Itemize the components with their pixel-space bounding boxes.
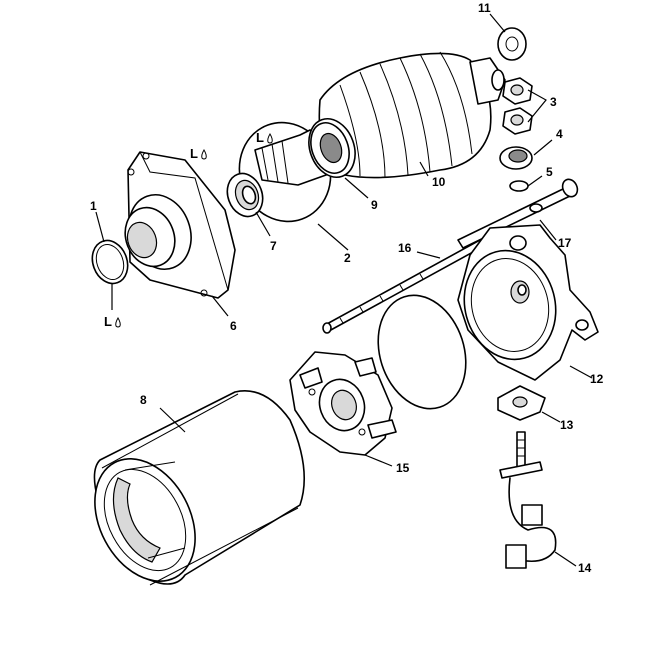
lube-mark-2: L xyxy=(256,130,273,145)
part-5-small-o-ring xyxy=(509,180,529,192)
part-3-nut-upper xyxy=(502,77,533,105)
callout-4: 4 xyxy=(556,127,563,141)
callout-1: 1 xyxy=(90,199,97,213)
callout-13: 13 xyxy=(560,418,574,432)
part-15-brush-holder xyxy=(289,351,397,456)
callout-15: 15 xyxy=(396,461,410,475)
callout-10: 10 xyxy=(432,175,446,189)
callout-14: 14 xyxy=(578,561,592,575)
svg-text:L: L xyxy=(256,130,264,145)
callout-numbers: 1 2 3 4 5 6 7 8 9 10 11 12 13 14 15 16 1… xyxy=(90,1,604,575)
part-13-insulator xyxy=(497,385,546,421)
part-9-bearing xyxy=(310,122,350,174)
part-11-washer xyxy=(497,27,527,61)
lube-mark-1: L xyxy=(190,146,207,161)
part-3-nut-lower xyxy=(502,107,533,135)
callout-6: 6 xyxy=(230,319,237,333)
part-4-seal xyxy=(499,146,533,170)
part-o-ring-large xyxy=(377,294,467,410)
leader-lines xyxy=(95,13,593,567)
callout-2: 2 xyxy=(344,251,351,265)
callout-5: 5 xyxy=(546,165,553,179)
part-1-o-ring xyxy=(91,239,129,285)
callout-12: 12 xyxy=(590,372,604,386)
part-12-end-housing xyxy=(457,224,599,381)
svg-text:L: L xyxy=(190,146,198,161)
part-7-bearing xyxy=(226,172,264,218)
callout-8: 8 xyxy=(140,393,147,407)
part-14-terminal-lead xyxy=(499,431,557,569)
callout-11: 11 xyxy=(478,1,491,15)
part-10-armature xyxy=(254,51,506,186)
part-8-frame xyxy=(93,390,305,586)
callout-7: 7 xyxy=(270,239,277,253)
callout-3: 3 xyxy=(550,95,557,109)
svg-text:L: L xyxy=(104,314,112,329)
callout-16: 16 xyxy=(398,241,412,255)
part-6-end-cover xyxy=(124,151,236,299)
callout-17: 17 xyxy=(558,236,572,250)
lube-mark-3: L xyxy=(104,314,121,329)
callout-9: 9 xyxy=(371,198,378,212)
